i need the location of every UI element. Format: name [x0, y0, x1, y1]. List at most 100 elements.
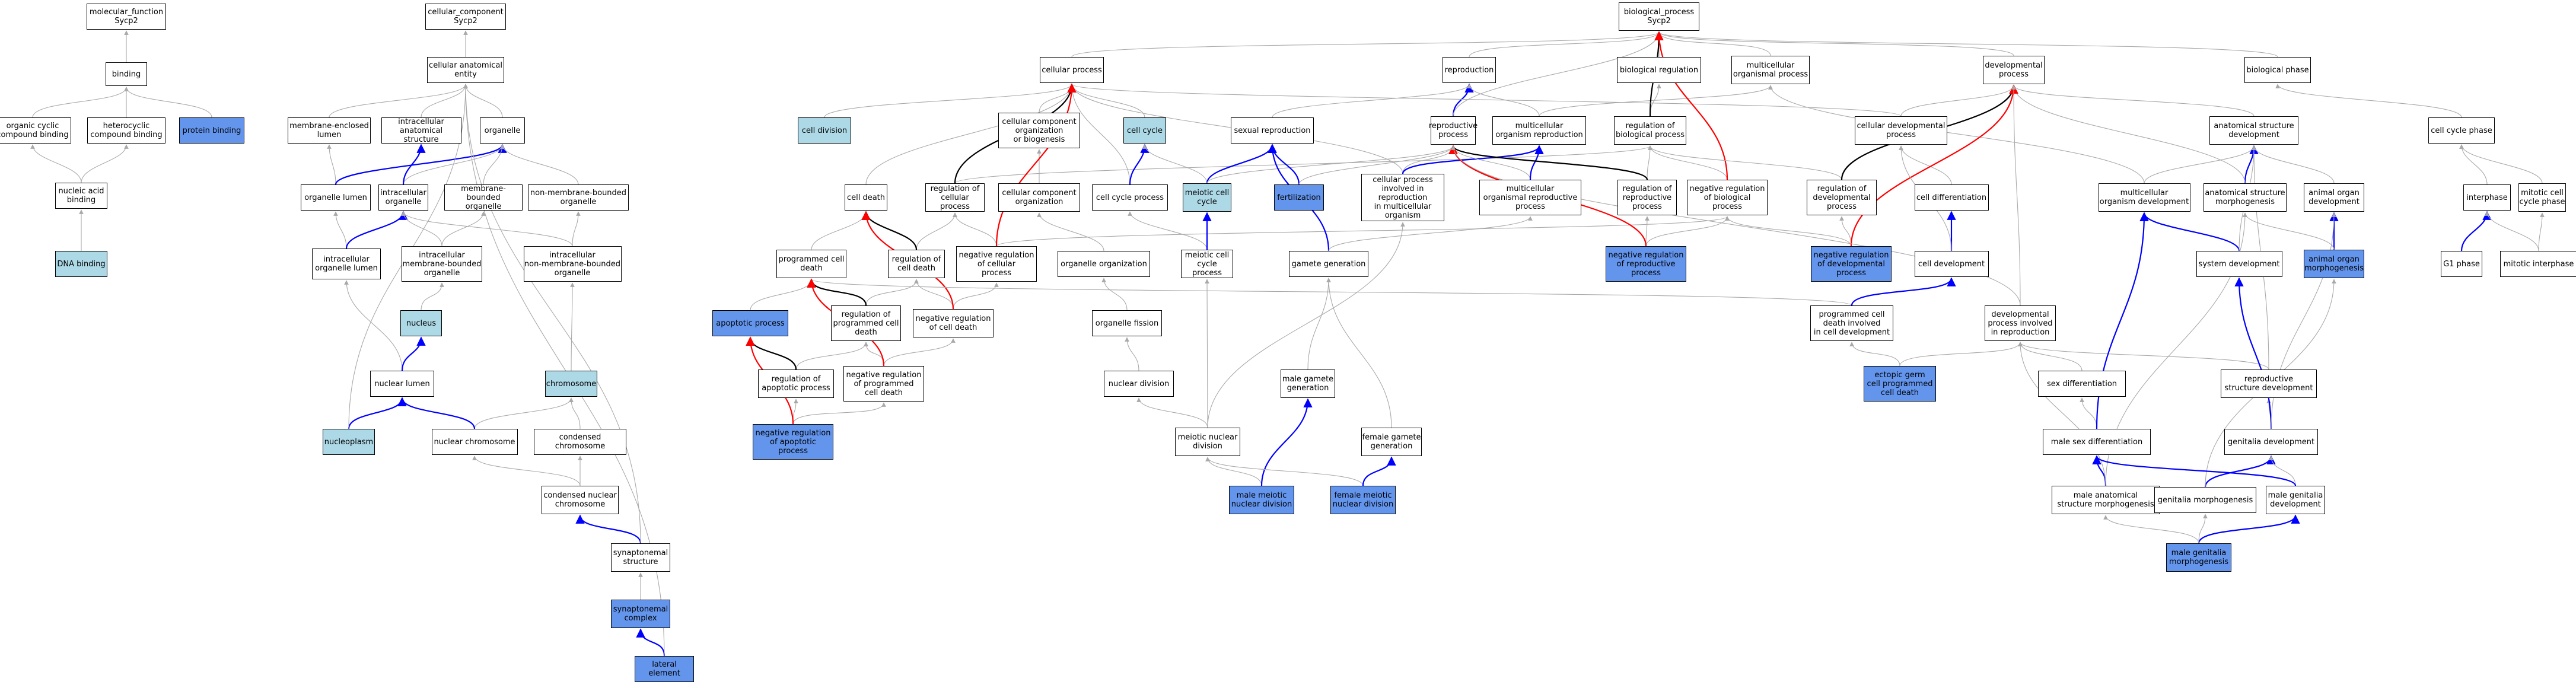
node-cell-development[interactable]: cell development	[1914, 251, 1989, 277]
node-negative-regulation-bio[interactable]: negative regulation of biological proces…	[1687, 180, 1768, 215]
node-membrane-bounded[interactable]: membrane-bounded organelle	[444, 184, 523, 211]
node-organelle-organization[interactable]: organelle organization	[1058, 251, 1150, 277]
node-organelle-lumen[interactable]: organelle lumen	[301, 184, 371, 211]
node-cc-org-biogenesis[interactable]: cellular component organization or bioge…	[998, 113, 1080, 148]
node-developmental-process[interactable]: developmental process	[1983, 56, 2045, 84]
node-animal-organ-development[interactable]: animal organ development	[2304, 183, 2364, 212]
node-cellular-process[interactable]: cellular process	[1040, 57, 1104, 83]
node-cell-division[interactable]: cell division	[798, 117, 851, 144]
node-neg-reg-cell-death[interactable]: negative regulation of cell death	[913, 309, 994, 337]
node-intracellular-anat[interactable]: intracellular anatomical structure	[381, 117, 461, 144]
node-lateral-element[interactable]: lateral element	[635, 656, 694, 682]
node-animal-organ-morphogenesis[interactable]: animal organ morphogenesis	[2304, 250, 2364, 278]
node-condensed-chromosome[interactable]: condensed chromosome	[534, 429, 626, 455]
node-binding[interactable]: binding	[106, 62, 147, 86]
node-neg-reg-reproductive[interactable]: negative regulation of reproductive proc…	[1606, 246, 1686, 282]
node-neg-reg-apoptotic[interactable]: negative regulation of apoptotic process	[753, 424, 833, 460]
node-intracellular-organelle[interactable]: intracellular organelle	[378, 184, 428, 211]
node-fertilization[interactable]: fertilization	[1274, 184, 1324, 211]
node-nuclear-chromosome[interactable]: nuclear chromosome	[431, 429, 518, 455]
node-male-genitalia-development[interactable]: male genitalia development	[2266, 486, 2325, 514]
node-reproductive-structure-development[interactable]: reproductive structure development	[2221, 370, 2317, 398]
node-biological-regulation[interactable]: biological regulation	[1617, 57, 1701, 83]
node-regulation-of-pcd[interactable]: regulation of programmed cell death	[831, 305, 901, 341]
node-neg-reg-pcd[interactable]: negative regulation of programmed cell d…	[843, 366, 924, 402]
node-intracellular-organelle-lumen[interactable]: intracellular organelle lumen	[312, 249, 381, 279]
node-sexual-reproduction[interactable]: sexual reproduction	[1231, 117, 1314, 144]
node-g1-phase[interactable]: G1 phase	[2441, 251, 2482, 277]
node-heterocyclic[interactable]: heterocyclic compound binding	[87, 117, 165, 144]
node-organelle-fission[interactable]: organelle fission	[1092, 310, 1162, 336]
node-protein-binding[interactable]: protein binding	[179, 117, 244, 144]
node-genitalia-morphogenesis[interactable]: genitalia morphogenesis	[2154, 487, 2256, 513]
node-nucleic-acid-binding[interactable]: nucleic acid binding	[55, 183, 107, 209]
node-regulation-of-cell-death[interactable]: regulation of cell death	[888, 250, 945, 278]
node-anatomical-structure-development[interactable]: anatomical structure development	[2209, 116, 2298, 145]
node-anatomical-structure-morphogenesis[interactable]: anatomical structure morphogenesis	[2204, 183, 2287, 212]
node-system-development[interactable]: system development	[2196, 251, 2282, 277]
node-regulation-of-reproductive[interactable]: regulation of reproductive process	[1617, 180, 1677, 215]
node-ectopic-germ[interactable]: ectopic germ cell programmed cell death	[1864, 366, 1936, 402]
node-regulation-of-apoptotic[interactable]: regulation of apoptotic process	[758, 370, 834, 398]
node-cell-death[interactable]: cell death	[845, 184, 887, 211]
node-bp-root[interactable]: biological_process Sycp2	[1619, 2, 1699, 31]
node-nucleus[interactable]: nucleus	[400, 310, 442, 336]
node-cell-cycle-process[interactable]: cell cycle process	[1092, 184, 1168, 211]
node-multicellular-organismal-process[interactable]: multicellular organismal process	[1731, 56, 1810, 84]
node-female-gamete-generation[interactable]: female gamete generation	[1361, 428, 1422, 456]
node-membrane-enclosed-lumen[interactable]: membrane-enclosed lumen	[288, 117, 371, 144]
node-cc-organization[interactable]: cellular component organization	[998, 183, 1080, 212]
node-organelle[interactable]: organelle	[480, 117, 525, 144]
node-intracellular-membrane-bounded[interactable]: intracellular membrane-bounded organelle	[402, 246, 482, 282]
node-reproductive-process[interactable]: reproductive process	[1429, 116, 1478, 145]
node-multicellular-organism-reproduction[interactable]: multicellular organism reproduction	[1492, 116, 1586, 145]
node-multicellular-organism-development[interactable]: multicellular organism development	[2098, 183, 2190, 212]
node-cellular-developmental-process[interactable]: cellular developmental process	[1855, 116, 1947, 145]
node-biological-phase[interactable]: biological phase	[2244, 57, 2311, 83]
node-cc-root[interactable]: cellular_component Sycp2	[425, 4, 506, 30]
node-synaptonemal-complex[interactable]: synaptonemal complex	[611, 600, 670, 628]
node-dev-process-reproduction[interactable]: developmental process involved in reprod…	[1985, 305, 2056, 341]
node-female-meiotic-nuclear-division[interactable]: female meiotic nuclear division	[1330, 486, 1396, 514]
node-male-sex-differentiation[interactable]: male sex differentiation	[2043, 429, 2151, 455]
node-multicellular-organismal-reproductive[interactable]: multicellular organismal reproductive pr…	[1479, 180, 1581, 215]
node-intracellular-non-membrane-bounded[interactable]: intracellular non-membrane-bounded organ…	[523, 246, 622, 282]
node-cell-cycle[interactable]: cell cycle	[1123, 117, 1166, 144]
node-apoptotic-process[interactable]: apoptotic process	[712, 310, 788, 336]
node-synaptonemal-structure[interactable]: synaptonemal structure	[611, 543, 670, 572]
node-male-genitalia-morphogenesis[interactable]: male genitalia morphogenesis	[2166, 543, 2231, 572]
node-neg-reg-cellular-process[interactable]: negative regulation of cellular process	[956, 246, 1037, 282]
node-neg-reg-developmental[interactable]: negative regulation of developmental pro…	[1811, 246, 1892, 282]
node-regulation-of-developmental[interactable]: regulation of developmental process	[1807, 180, 1877, 215]
node-mitotic-interphase[interactable]: mitotic interphase	[2500, 251, 2576, 277]
node-genitalia-development[interactable]: genitalia development	[2224, 429, 2318, 455]
node-dna-binding[interactable]: DNA binding	[55, 251, 107, 277]
node-cell-cycle-phase[interactable]: cell cycle phase	[2428, 117, 2495, 144]
node-male-gamete-generation[interactable]: male gamete generation	[1281, 370, 1335, 398]
node-male-anatomical-morphogenesis[interactable]: male anatomical structure morphogenesis	[2052, 486, 2160, 514]
node-mitotic-cell-cycle-phase[interactable]: mitotic cell cycle phase	[2518, 183, 2566, 212]
node-meiotic-nuclear-division[interactable]: meiotic nuclear division	[1175, 428, 1240, 456]
node-organic-cyclic[interactable]: organic cyclic compound binding	[0, 117, 71, 144]
node-condensed-nuclear-chromosome[interactable]: condensed nuclear chromosome	[542, 486, 619, 514]
node-nuclear-lumen[interactable]: nuclear lumen	[370, 371, 434, 397]
node-meiotic-cell-cycle-process[interactable]: meiotic cell cycle process	[1181, 250, 1233, 278]
node-chromosome[interactable]: chromosome	[545, 371, 597, 397]
node-cell-anat-entity[interactable]: cellular anatomical entity	[427, 57, 504, 83]
node-regulation-of-biological-process[interactable]: regulation of biological process	[1614, 116, 1686, 145]
node-gamete-generation[interactable]: gamete generation	[1289, 251, 1368, 277]
node-interphase[interactable]: interphase	[2463, 184, 2511, 211]
node-pcd-in-cell-development[interactable]: programmed cell death involved in cell d…	[1810, 305, 1893, 341]
node-nuclear-division[interactable]: nuclear division	[1104, 371, 1174, 397]
node-regulation-of-cellular-process[interactable]: regulation of cellular process	[925, 183, 985, 212]
node-sex-differentiation[interactable]: sex differentiation	[2038, 371, 2126, 397]
node-non-membrane-bounded[interactable]: non-membrane-bounded organelle	[528, 184, 629, 211]
node-male-meiotic-nuclear-division[interactable]: male meiotic nuclear division	[1229, 486, 1294, 514]
node-meiotic-cell-cycle[interactable]: meiotic cell cycle	[1183, 183, 1231, 212]
node-mf-root[interactable]: molecular_function Sycp2	[87, 4, 166, 30]
node-reproduction[interactable]: reproduction	[1443, 57, 1496, 83]
node-cellular-process-reproduction[interactable]: cellular process involved in reproductio…	[1361, 174, 1444, 221]
node-programmed-cell-death[interactable]: programmed cell death	[776, 250, 846, 278]
node-cell-differentiation[interactable]: cell differentiation	[1914, 184, 1989, 211]
node-nucleoplasm[interactable]: nucleoplasm	[323, 429, 375, 455]
